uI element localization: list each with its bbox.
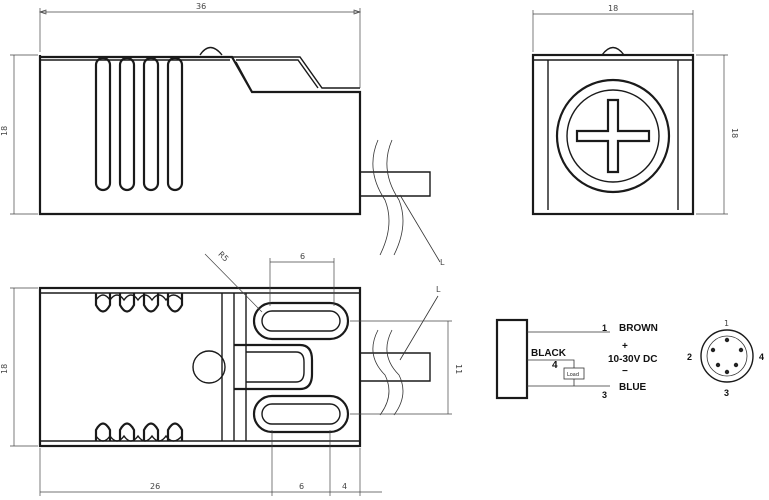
dim-side-height-label: 18 <box>730 128 739 138</box>
side-led-dome <box>601 46 625 56</box>
slot-radius-label: R5 <box>216 250 230 264</box>
pin-4-dot <box>738 347 744 353</box>
led-window <box>192 350 226 384</box>
cable-top <box>360 139 441 263</box>
adjust-dial <box>555 78 671 194</box>
center-tab <box>234 343 314 391</box>
dim-top-height <box>10 54 38 215</box>
dim-top-height-label: 18 <box>0 126 9 136</box>
led-dome <box>199 46 223 56</box>
dim-bottom-4-label: 4 <box>342 482 347 491</box>
pin1-label: 1 <box>602 323 607 333</box>
plus-label: + <box>622 341 628 352</box>
dim-slot-width-label: 6 <box>300 252 305 261</box>
load-label: Load <box>567 372 579 378</box>
bottom-fins-bottom <box>94 422 184 442</box>
cable-ref-bottom: L <box>436 285 441 294</box>
sensor-block <box>495 318 529 400</box>
dim-top-length-label: 36 <box>196 2 206 11</box>
cable-ref-top: L <box>440 258 445 267</box>
connector-pinout: 1 2 3 4 <box>687 319 764 398</box>
dim-side-width-label: 18 <box>608 4 618 13</box>
cable-bottom <box>360 295 439 416</box>
dim-bottom-6-label: 6 <box>299 482 304 491</box>
pin-3-dot <box>724 369 730 375</box>
pin-1-dot <box>724 337 730 343</box>
dim-bottom-26-label: 26 <box>150 482 160 491</box>
connector-pin3-label: 3 <box>724 388 729 398</box>
top-view: L 36 18 <box>0 2 445 267</box>
black-pin-label: 4 <box>552 360 558 371</box>
dim-center-gap-label: 11 <box>454 364 463 374</box>
mounting-slots <box>252 301 350 434</box>
supply-label: 10-30V DC <box>608 354 657 365</box>
bottom-view: L R5 6 11 18 26 6 4 <box>0 250 463 496</box>
wiring-diagram: Load 1 3 BROWN + 10-30V DC − BLUE BLACK … <box>495 318 658 400</box>
cross-icon <box>575 98 651 174</box>
side-view-body <box>531 53 695 216</box>
connector-pin2-label: 2 <box>687 352 692 362</box>
pin3-label: 3 <box>602 390 607 400</box>
connector-pin1-label: 1 <box>724 319 729 328</box>
cooling-fins <box>94 56 184 192</box>
top-view-body <box>38 55 362 216</box>
connector-pin4-label: 4 <box>759 352 764 362</box>
pin-2-dot <box>710 347 716 353</box>
brown-label: BROWN <box>619 323 658 334</box>
minus-label: − <box>622 366 628 377</box>
dim-top-length <box>38 8 362 88</box>
blue-label: BLUE <box>619 382 647 393</box>
connector-outline <box>700 329 754 383</box>
bottom-fins-top <box>94 293 184 313</box>
dim-bottom-height-label: 18 <box>0 364 9 374</box>
side-view: 18 18 <box>531 4 739 216</box>
bottom-view-body <box>38 286 362 448</box>
black-label: BLACK <box>531 348 567 359</box>
